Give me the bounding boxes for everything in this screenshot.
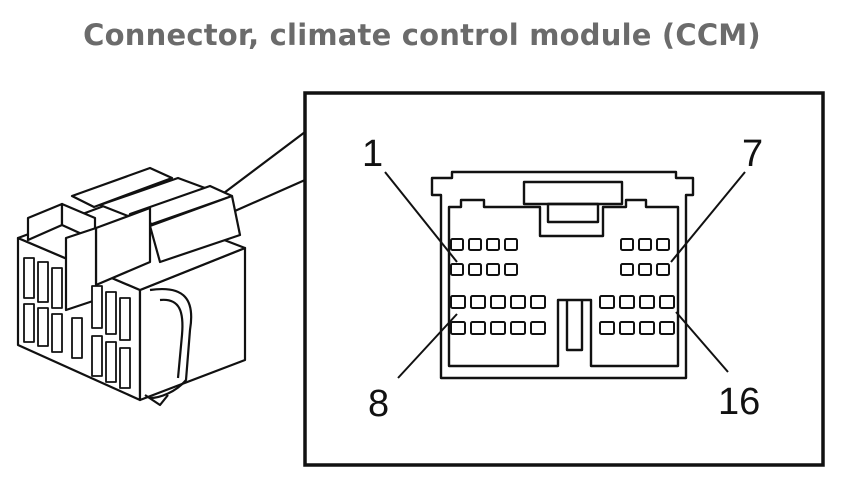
pin-cavities — [450, 238, 675, 335]
pin-label-16: 16 — [718, 381, 760, 423]
pin-label-8: 8 — [368, 383, 389, 425]
diagram-title: Connector, climate control module (CCM) — [83, 18, 761, 52]
pin-label-1: 1 — [362, 133, 383, 175]
detail-frame — [303, 91, 825, 467]
connector-face — [430, 170, 695, 380]
pin-label-7: 7 — [742, 133, 763, 175]
leader-lines — [384, 171, 746, 379]
connector-illustration — [16, 131, 306, 407]
